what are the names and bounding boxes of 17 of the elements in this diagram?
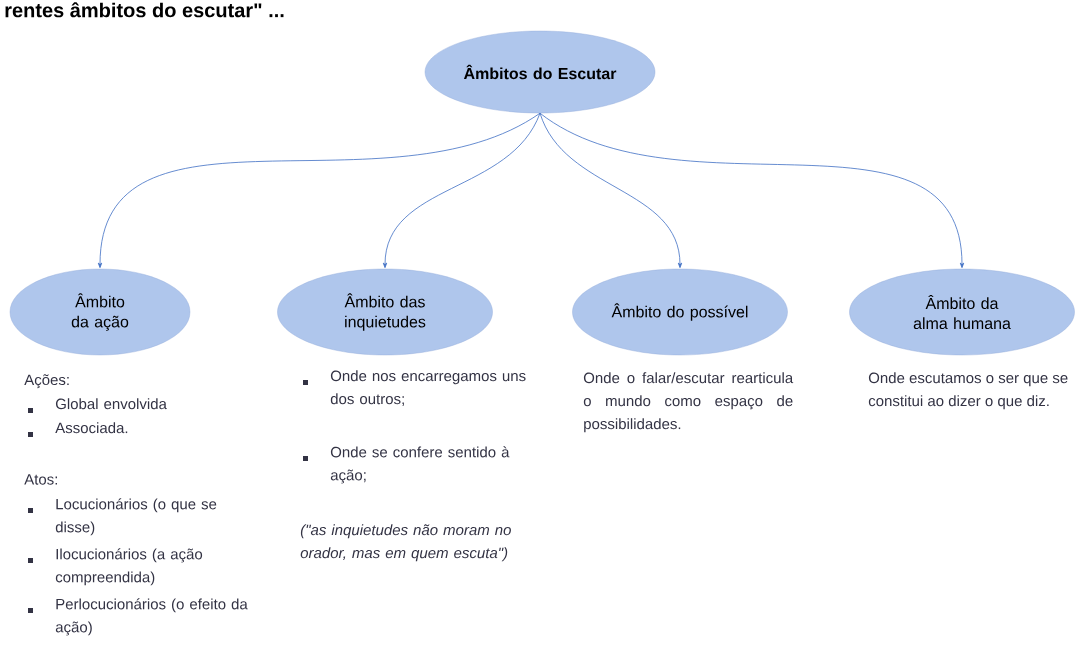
quote-text: ("as inquietudes não moram no orador, mas em quem escuta") (300, 524, 511, 562)
bullet-text: Ilocucionários (a ação compreendida) (55, 548, 203, 586)
arrow (97, 112, 541, 269)
bullet-text: Perlocucionários (o efeito da ação) (55, 598, 248, 636)
list-heading: Ações: (24, 374, 69, 389)
bullet-text: Associada. (55, 422, 128, 434)
title: rentes âmbitos do escutar" ... (5, 2, 284, 18)
arrow (539, 112, 683, 269)
bullet-text: Onde se confere sentido à ação; (330, 446, 510, 484)
description-text: Onde o falar/escutar rearticula o mundo como espaço de possibilidades. (583, 372, 794, 433)
list-heading: Atos: (24, 474, 57, 485)
bullet-text: Global envolvida (55, 398, 167, 410)
description-text: Onde escutamos o ser que se constitui ao dizer o que diz. (868, 372, 1068, 410)
arrow (539, 112, 965, 269)
bullet-text: Onde nos encarregamos uns dos outros; (330, 370, 526, 406)
bullet-text: Locucionários (o que se disse) (55, 498, 217, 536)
arrow (382, 112, 541, 269)
